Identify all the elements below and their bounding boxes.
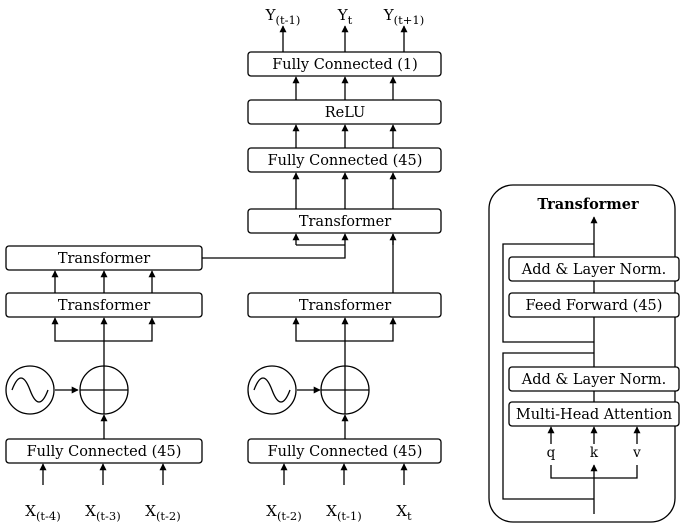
- input-label: Xt: [396, 502, 412, 523]
- merge-transformer-label: Transformer: [299, 214, 391, 230]
- transformer-detail-title: Transformer: [537, 196, 639, 213]
- left-fully-connected-label: Fully Connected (45): [27, 444, 182, 460]
- fully-connected-1-box: [247, 51, 442, 77]
- output-label: Y(t-1): [265, 6, 301, 27]
- input-label: X(t-3): [85, 502, 120, 523]
- add-norm-top-label: Add & Layer Norm.: [521, 262, 666, 278]
- input-label: X(t-2): [266, 502, 301, 523]
- fully-connected-1-label: Fully Connected (1): [272, 57, 418, 73]
- merge-transformer-box: [247, 208, 442, 234]
- multi-head-attention-label: Multi-Head Attention: [516, 407, 672, 423]
- right-fully-connected-label: Fully Connected (45): [268, 444, 423, 460]
- right-transformer-box: [247, 292, 442, 318]
- fully-connected-45-top-box: [247, 147, 442, 173]
- key-label: k: [590, 445, 599, 461]
- left-fully-connected-box: [5, 438, 203, 464]
- add-norm-bottom-label: Add & Layer Norm.: [521, 372, 666, 388]
- output-label: Y(t+1): [383, 6, 424, 27]
- left-transformer-bottom-box: [5, 292, 203, 318]
- left-transformer-top-label: Transformer: [58, 251, 150, 267]
- residual-connection: [502, 352, 594, 500]
- input-label: X(t-2): [145, 502, 180, 523]
- multi-head-attention-box: [508, 401, 680, 427]
- feed-forward-label: Feed Forward (45): [526, 298, 663, 314]
- relu-label: ReLU: [325, 105, 366, 121]
- left-transformer-top-box: [5, 245, 203, 271]
- left-transformer-bottom-label: Transformer: [58, 298, 150, 314]
- residual-connection: [502, 243, 594, 343]
- output-label: Yt: [337, 6, 353, 27]
- right-transformer-label: Transformer: [299, 298, 391, 314]
- right-fully-connected-box: [247, 438, 442, 464]
- sine-wave-icon: [253, 377, 291, 403]
- input-label: X(t-1): [326, 502, 361, 523]
- connector: [202, 245, 346, 259]
- sine-wave-icon: [11, 377, 49, 403]
- input-label: X(t-4): [25, 502, 60, 523]
- value-label: v: [632, 445, 641, 461]
- relu-box: [247, 99, 442, 125]
- query-label: q: [547, 445, 556, 461]
- fully-connected-45-top-label: Fully Connected (45): [268, 153, 423, 169]
